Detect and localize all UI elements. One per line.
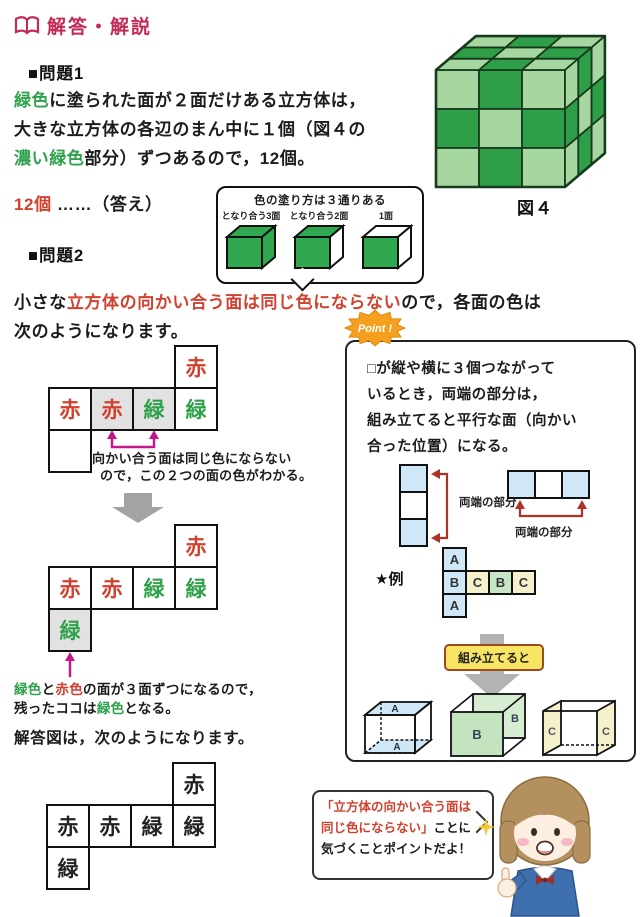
figure4-caption: 図４ xyxy=(517,199,553,218)
example-label: ★例 xyxy=(375,571,404,588)
net-cell: 緑 xyxy=(132,387,176,431)
net-cell: 緑 xyxy=(174,566,218,610)
point-line3: 組み立てると平行な面（向かい xyxy=(367,413,577,429)
horizontal-strip-label: 両端の部分 xyxy=(515,527,573,539)
net-diagram-answer: 赤 赤 赤 緑 緑 緑 xyxy=(46,762,218,892)
net2-caption-line1: 緑色と赤色の面が３面ずつになるので， xyxy=(14,682,262,697)
example-cell: A xyxy=(442,593,467,618)
problem1-darkgreen-word: 濃い緑色 xyxy=(14,149,85,168)
point-line1: □が縦や横に３個つながって xyxy=(367,361,556,377)
example-cell: B xyxy=(442,570,467,595)
horizontal-strip-bracket xyxy=(515,500,587,518)
cube-c-left-label: C xyxy=(548,726,556,738)
paint-label-3faces: となり合う3面 xyxy=(221,211,281,221)
figure4-cube xyxy=(434,34,607,189)
mascot-character xyxy=(497,776,591,917)
paint-label-2faces: となり合う2面 xyxy=(289,211,349,221)
horizontal-strip xyxy=(507,470,592,501)
answer-value: 12個 xyxy=(14,195,52,214)
book-icon xyxy=(14,15,40,35)
point-box: □が縦や横に３個つながって いるとき，両端の部分は， 組み立てると平行な面（向か… xyxy=(345,340,636,762)
assembled-cube-b: B B xyxy=(450,693,526,757)
strip-cell xyxy=(399,464,428,493)
problem1-line2: 大きな立方体の各辺のまん中に１個（図４の xyxy=(14,120,366,139)
assemble-label: 組み立てると xyxy=(444,644,544,671)
cube-a-bottom-label: A xyxy=(393,742,400,753)
net-diagram-1: 赤 赤 赤 緑 緑 xyxy=(48,345,220,475)
net-cell: 赤 xyxy=(174,524,218,568)
cube-b-front-label: B xyxy=(472,727,481,742)
net-cell: 緑 xyxy=(174,387,218,431)
page-title: 解答・解説 xyxy=(47,17,153,38)
net-cell: 赤 xyxy=(174,345,218,389)
problem1-heading: ■問題1 xyxy=(28,65,85,83)
point-badge-label: Point ! xyxy=(358,323,393,335)
net-cell: 緑 xyxy=(132,566,176,610)
paint-label-1face: 1面 xyxy=(378,211,393,221)
net-cell: 赤 xyxy=(172,762,216,806)
vertical-strip xyxy=(399,464,430,549)
answer-figure-intro: 解答図は，次のようになります。 xyxy=(14,730,254,747)
problem1-line3: 濃い緑色部分）ずつあるので，12個。 xyxy=(14,149,316,168)
net1-caption-line1: 向かい合う面は同じ色にならない xyxy=(92,451,292,466)
opposite-faces-bracket xyxy=(107,430,159,449)
page-header: 解答・解説 xyxy=(14,12,152,39)
cube-3-green-faces xyxy=(224,223,278,271)
strip-cell xyxy=(534,470,563,499)
cube-a-top-label: A xyxy=(391,704,398,715)
speech-bubble: 「立方体の向かい合う面は 同じ色にならない」ことに 気づくことポイントだよ！ xyxy=(312,790,494,880)
net-cell: 赤 xyxy=(88,804,132,848)
net-cell: 赤 xyxy=(48,387,92,431)
cube-2-green-faces xyxy=(292,223,346,271)
bubble-line3: 気づくことポイントだよ！ xyxy=(321,842,472,856)
problem2-line1: 小さな立方体の向かい合う面は同じ色にならないので，各面の色は xyxy=(14,293,542,312)
problem1-line1: 緑色に塗られた面が２面だけある立方体は， xyxy=(14,91,367,110)
problem2-line2: 次のようになります。 xyxy=(14,322,189,341)
net-cell: 緑 xyxy=(46,846,90,890)
strip-cell xyxy=(561,470,590,499)
example-cell: C xyxy=(511,570,536,595)
problem1-green-word: 緑色 xyxy=(14,91,50,110)
down-arrow xyxy=(112,493,164,523)
sparkle-icon xyxy=(477,818,495,836)
assembled-cube-c: C C xyxy=(542,699,616,757)
point-line4: 合った位置）になる。 xyxy=(367,439,517,455)
net1-caption-line2: ので，この２つの面の色がわかる。 xyxy=(100,468,313,483)
net-cell: 緑 xyxy=(130,804,174,848)
net-cell: 緑 xyxy=(48,608,92,652)
strip-cell xyxy=(399,518,428,547)
problem2-red-phrase: 立方体の向かい合う面は同じ色にならない xyxy=(66,293,402,312)
vertical-strip-label: 両端の部分 xyxy=(459,497,517,509)
net-cell-empty xyxy=(48,429,92,473)
point-line2: いるとき，両端の部分は， xyxy=(367,387,547,403)
net-diagram-2: 赤 赤 赤 緑 緑 緑 xyxy=(48,524,220,654)
net-cell: 緑 xyxy=(172,804,216,848)
point-badge: Point ! xyxy=(343,309,407,347)
net2-caption-line2: 残ったココは緑色となる。 xyxy=(14,701,180,716)
problem2-heading: ■問題2 xyxy=(28,247,85,265)
strip-cell xyxy=(507,470,536,499)
vertical-strip-bracket xyxy=(431,469,449,543)
bubble-line1: 「立方体の向かい合う面は xyxy=(321,800,472,814)
example-cell: C xyxy=(465,570,490,595)
cube-c-right-label: C xyxy=(602,726,610,738)
example-cell: B xyxy=(488,570,513,595)
assembled-cube-a: A A xyxy=(362,700,434,755)
net-cell: 赤 xyxy=(90,566,134,610)
bubble-line2: 同じ色にならない」ことに xyxy=(321,821,472,835)
cube-b-back-label: B xyxy=(511,713,519,725)
example-cell: A xyxy=(442,547,467,572)
net-cell: 赤 xyxy=(48,566,92,610)
answer-suffix: ……（答え） xyxy=(57,195,163,214)
net-cell: 赤 xyxy=(46,804,90,848)
example-net: A B A C B C xyxy=(442,547,538,620)
cube-1-green-face xyxy=(360,223,414,271)
strip-cell xyxy=(399,491,428,520)
paint-ways-box: 色の塗り方は３通りある となり合う3面 となり合う2面 1面 xyxy=(216,186,424,284)
net-cell: 赤 xyxy=(90,387,134,431)
problem1-answer-line: 12個 ……（答え） xyxy=(14,190,163,215)
paint-ways-title: 色の塗り方は３通りある xyxy=(254,195,386,207)
remaining-face-arrow xyxy=(65,652,75,677)
